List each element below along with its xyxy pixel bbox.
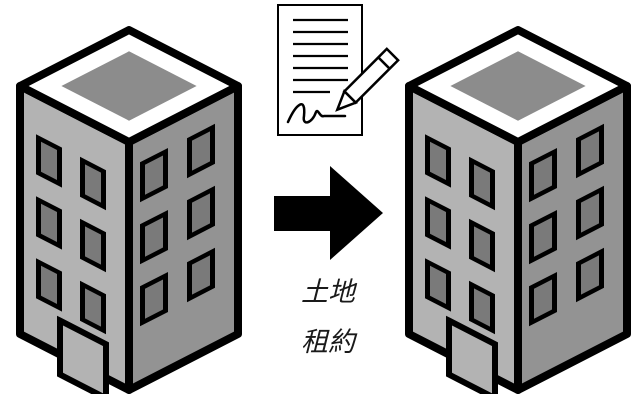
window-pane xyxy=(41,203,57,242)
window-pane xyxy=(474,164,490,203)
window-pane xyxy=(534,155,552,195)
building-roof-top xyxy=(61,51,197,121)
window-pane xyxy=(145,155,163,195)
window-pane xyxy=(192,131,210,171)
building-roof-top xyxy=(450,51,586,121)
caption-line-1: 土地 xyxy=(301,277,355,308)
signature-mark xyxy=(286,103,347,124)
window-pane xyxy=(430,141,446,180)
window-pane xyxy=(534,279,552,319)
lease-document-icon xyxy=(277,4,400,136)
building-right-icon xyxy=(405,26,631,394)
window-pane xyxy=(192,193,210,233)
arrow-right-icon xyxy=(274,166,383,260)
window-pane xyxy=(145,217,163,257)
window-pane xyxy=(85,226,101,265)
building-door xyxy=(57,315,109,394)
window-pane xyxy=(581,193,599,233)
window-pane xyxy=(85,164,101,203)
window-pane xyxy=(430,203,446,242)
caption-line-2: 租約 xyxy=(301,327,355,358)
window-pane xyxy=(192,255,210,295)
window-pane xyxy=(41,265,57,304)
window-pane xyxy=(581,131,599,171)
window-pane xyxy=(430,265,446,304)
window-pane xyxy=(145,279,163,319)
window-pane xyxy=(534,217,552,257)
window-pane xyxy=(474,226,490,265)
building-left-icon xyxy=(16,26,242,394)
window-pane xyxy=(581,255,599,295)
window-pane xyxy=(41,141,57,180)
pen-icon xyxy=(335,47,400,112)
building-door xyxy=(446,315,498,394)
window-pane xyxy=(474,288,490,327)
window-pane xyxy=(85,288,101,327)
